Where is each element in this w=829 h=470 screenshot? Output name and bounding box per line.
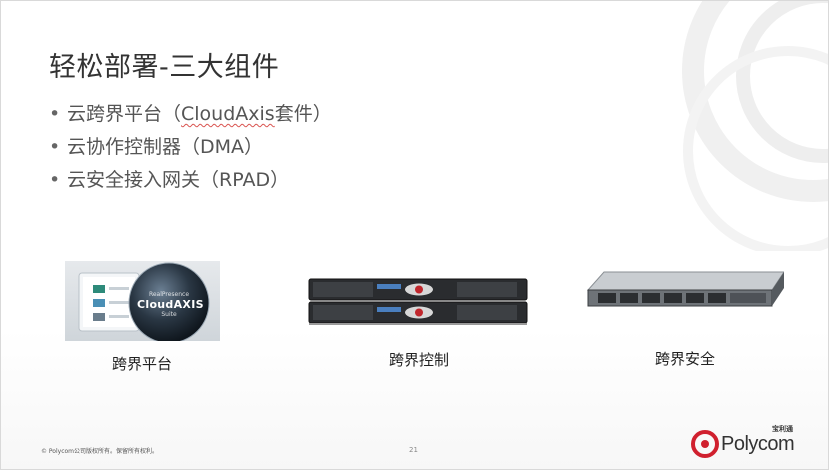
bullet-item-rpad: •云安全接入网关（RPAD） bbox=[49, 164, 332, 197]
bullet-item-cloudaxis: •云跨界平台（CloudAxis套件） bbox=[49, 98, 332, 131]
bullet-item-dma: •云协作控制器（DMA） bbox=[49, 131, 332, 164]
product-label-platform: 跨界平台 bbox=[112, 355, 173, 373]
cloudaxis-product-image: RealPresence CloudAXIS Suite bbox=[65, 261, 220, 341]
badge-line-suite: Suite bbox=[161, 311, 177, 318]
polycom-logo-icon bbox=[691, 430, 719, 458]
page-number: 21 bbox=[409, 446, 418, 454]
dma-server-image bbox=[308, 278, 528, 325]
product-label-control: 跨界控制 bbox=[389, 351, 450, 369]
logo-en-name: Polycom bbox=[721, 433, 795, 455]
logo-cn-name: 宝利通 bbox=[772, 425, 793, 433]
bullet-list: •云跨界平台（CloudAxis套件） •云协作控制器（DMA） •云安全接入网… bbox=[49, 98, 332, 197]
bullet-dot: • bbox=[49, 103, 61, 125]
decorative-circles bbox=[682, 1, 828, 251]
rpad-server-image bbox=[586, 271, 784, 307]
bullet-dot: • bbox=[49, 169, 61, 191]
badge-line-realpresence: RealPresence bbox=[148, 291, 190, 298]
product-label-security: 跨界安全 bbox=[655, 350, 716, 368]
slide-title: 轻松部署-三大组件 bbox=[49, 52, 280, 83]
polycom-logo: 宝利通 Polycom bbox=[691, 424, 801, 460]
footer-copyright: © Polycom公司版权所有。保留所有权利。 bbox=[41, 448, 159, 455]
spellcheck-marked-word: CloudAxis bbox=[181, 103, 275, 125]
badge-line-cloudaxis: CloudAXIS bbox=[137, 298, 204, 311]
bullet-dot: • bbox=[49, 136, 61, 158]
